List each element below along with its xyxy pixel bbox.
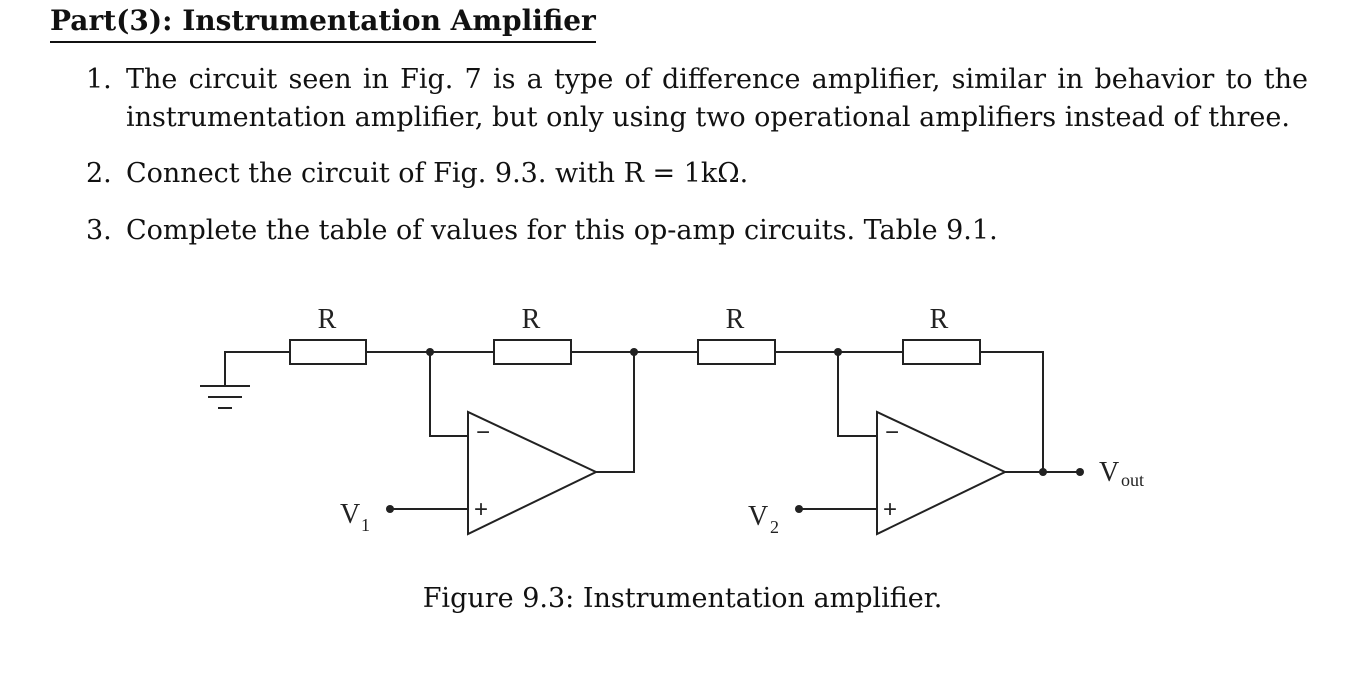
svg-text:out: out [1121, 470, 1144, 490]
list-item-1: 1. The circuit seen in Fig. 7 is a type … [86, 61, 1308, 137]
resistor-4 [902, 339, 981, 365]
resistor-label: R [726, 304, 745, 335]
wire [837, 352, 877, 437]
junction-node [426, 348, 434, 356]
list-item-number: 2. [86, 158, 112, 189]
resistor-1 [289, 339, 367, 365]
list-item-text: Complete the table of values for this op… [126, 215, 998, 246]
resistor-label: R [522, 304, 541, 335]
figure-caption: Figure 9.3: Instrumentation amplifier. [422, 583, 943, 614]
junction-node [630, 348, 638, 356]
opamp-1: − + [467, 410, 599, 536]
resistor-label: R [930, 304, 949, 335]
list-item-text: Connect the circuit of Fig. 9.3. with R … [126, 158, 749, 189]
svg-text:V: V [748, 501, 768, 532]
list-item-3: 3. Complete the table of values for this… [86, 212, 1308, 250]
list-item-number: 1. [86, 64, 112, 95]
opamp-plus-sign: + [883, 496, 897, 523]
list-item-text: The circuit seen in Fig. 7 is a type of … [126, 64, 1308, 133]
svg-text:2: 2 [770, 517, 779, 537]
terminal-vout [1076, 468, 1084, 476]
svg-text:V: V [340, 499, 360, 530]
resistor-3 [697, 339, 776, 365]
resistor-label: R [318, 304, 337, 335]
terminal-v1 [386, 505, 394, 513]
wire [980, 351, 1044, 472]
svg-text:V: V [1099, 457, 1119, 488]
label-v1: V 1 [340, 499, 370, 535]
wire [596, 352, 635, 473]
opamp-2: − + [876, 410, 1008, 536]
opamp-minus-sign: − [476, 419, 490, 446]
wire [429, 352, 468, 437]
section-heading: Part(3): Instrumentation Amplifier [50, 4, 596, 43]
terminal-v2 [795, 505, 803, 513]
ground-symbol [200, 351, 290, 409]
resistor-2 [493, 339, 572, 365]
junction-node [1039, 468, 1047, 476]
label-v2: V 2 [748, 501, 779, 537]
opamp-plus-sign: + [474, 496, 488, 523]
svg-text:1: 1 [361, 515, 370, 535]
opamp-minus-sign: − [885, 419, 899, 446]
junction-node [834, 348, 842, 356]
label-vout: V out [1099, 457, 1144, 490]
list-item-2: 2. Connect the circuit of Fig. 9.3. with… [86, 155, 1308, 193]
list-item-number: 3. [86, 215, 112, 246]
